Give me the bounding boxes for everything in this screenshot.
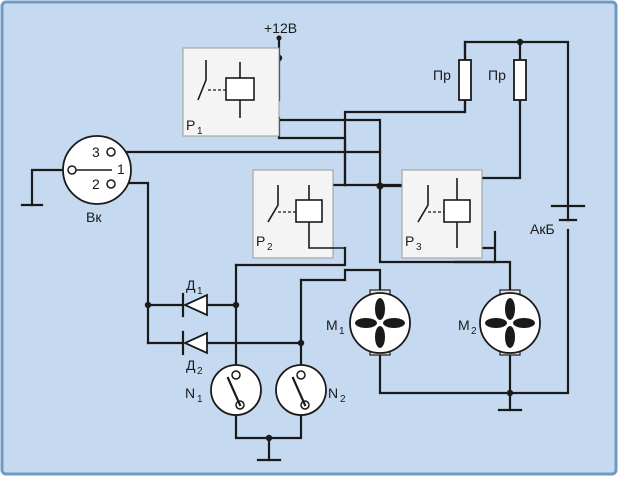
relay-p2: Р 2	[252, 169, 345, 259]
relay-p3-label: Р	[405, 233, 414, 249]
sensor-1-label: N	[185, 385, 195, 401]
fuse-1: Пр	[433, 59, 472, 101]
diode-1: Д 1	[181, 277, 208, 318]
fuse-2-label: Пр	[488, 67, 506, 83]
diode-1-label: Д	[186, 277, 196, 293]
sensor-2-sub: 2	[340, 394, 346, 405]
fan-blades-2	[485, 298, 535, 348]
switch-pin2: 2	[92, 176, 100, 192]
switch-pin3: 3	[92, 144, 100, 160]
fuse-1-label: Пр	[433, 67, 451, 83]
motor-1-sub: 1	[339, 326, 345, 337]
diode-1-sub: 1	[197, 286, 203, 297]
relay-p1-label: Р	[186, 117, 195, 133]
fan-blades-1	[355, 298, 405, 348]
sensor-2-label: N	[328, 385, 338, 401]
battery-label: АкБ	[530, 221, 555, 237]
supply-label: +12В	[264, 20, 297, 36]
relay-p1-sub: 1	[197, 126, 203, 137]
sensor-1-sub: 1	[197, 394, 203, 405]
diode-2: Д 2	[181, 330, 208, 377]
temp-sensor-1: N 1	[185, 364, 262, 416]
motor-1-label: М	[326, 317, 338, 333]
relay-p3: Р 3	[401, 169, 483, 259]
relay-p2-label: Р	[256, 233, 265, 249]
fan-motor-2: М 2	[458, 289, 541, 356]
battery: АкБ	[530, 204, 586, 237]
motor-2-sub: 2	[471, 326, 477, 337]
diode-2-sub: 2	[197, 366, 203, 377]
temp-sensor-2: N 2	[275, 364, 346, 416]
relay-p2-sub: 2	[267, 242, 273, 253]
ignition-switch: 3 1 2 Вк	[62, 135, 132, 225]
junction-dots	[144, 38, 524, 442]
fuse-2: Пр	[488, 59, 527, 101]
relay-p3-sub: 3	[416, 242, 422, 253]
relay-p1: Р 1	[182, 47, 280, 137]
motor-2-label: М	[458, 317, 470, 333]
switch-label: Вк	[86, 209, 102, 225]
switch-pin1: 1	[117, 161, 125, 177]
diode-2-label: Д	[186, 357, 196, 373]
fan-motor-1: М 1	[326, 289, 411, 356]
